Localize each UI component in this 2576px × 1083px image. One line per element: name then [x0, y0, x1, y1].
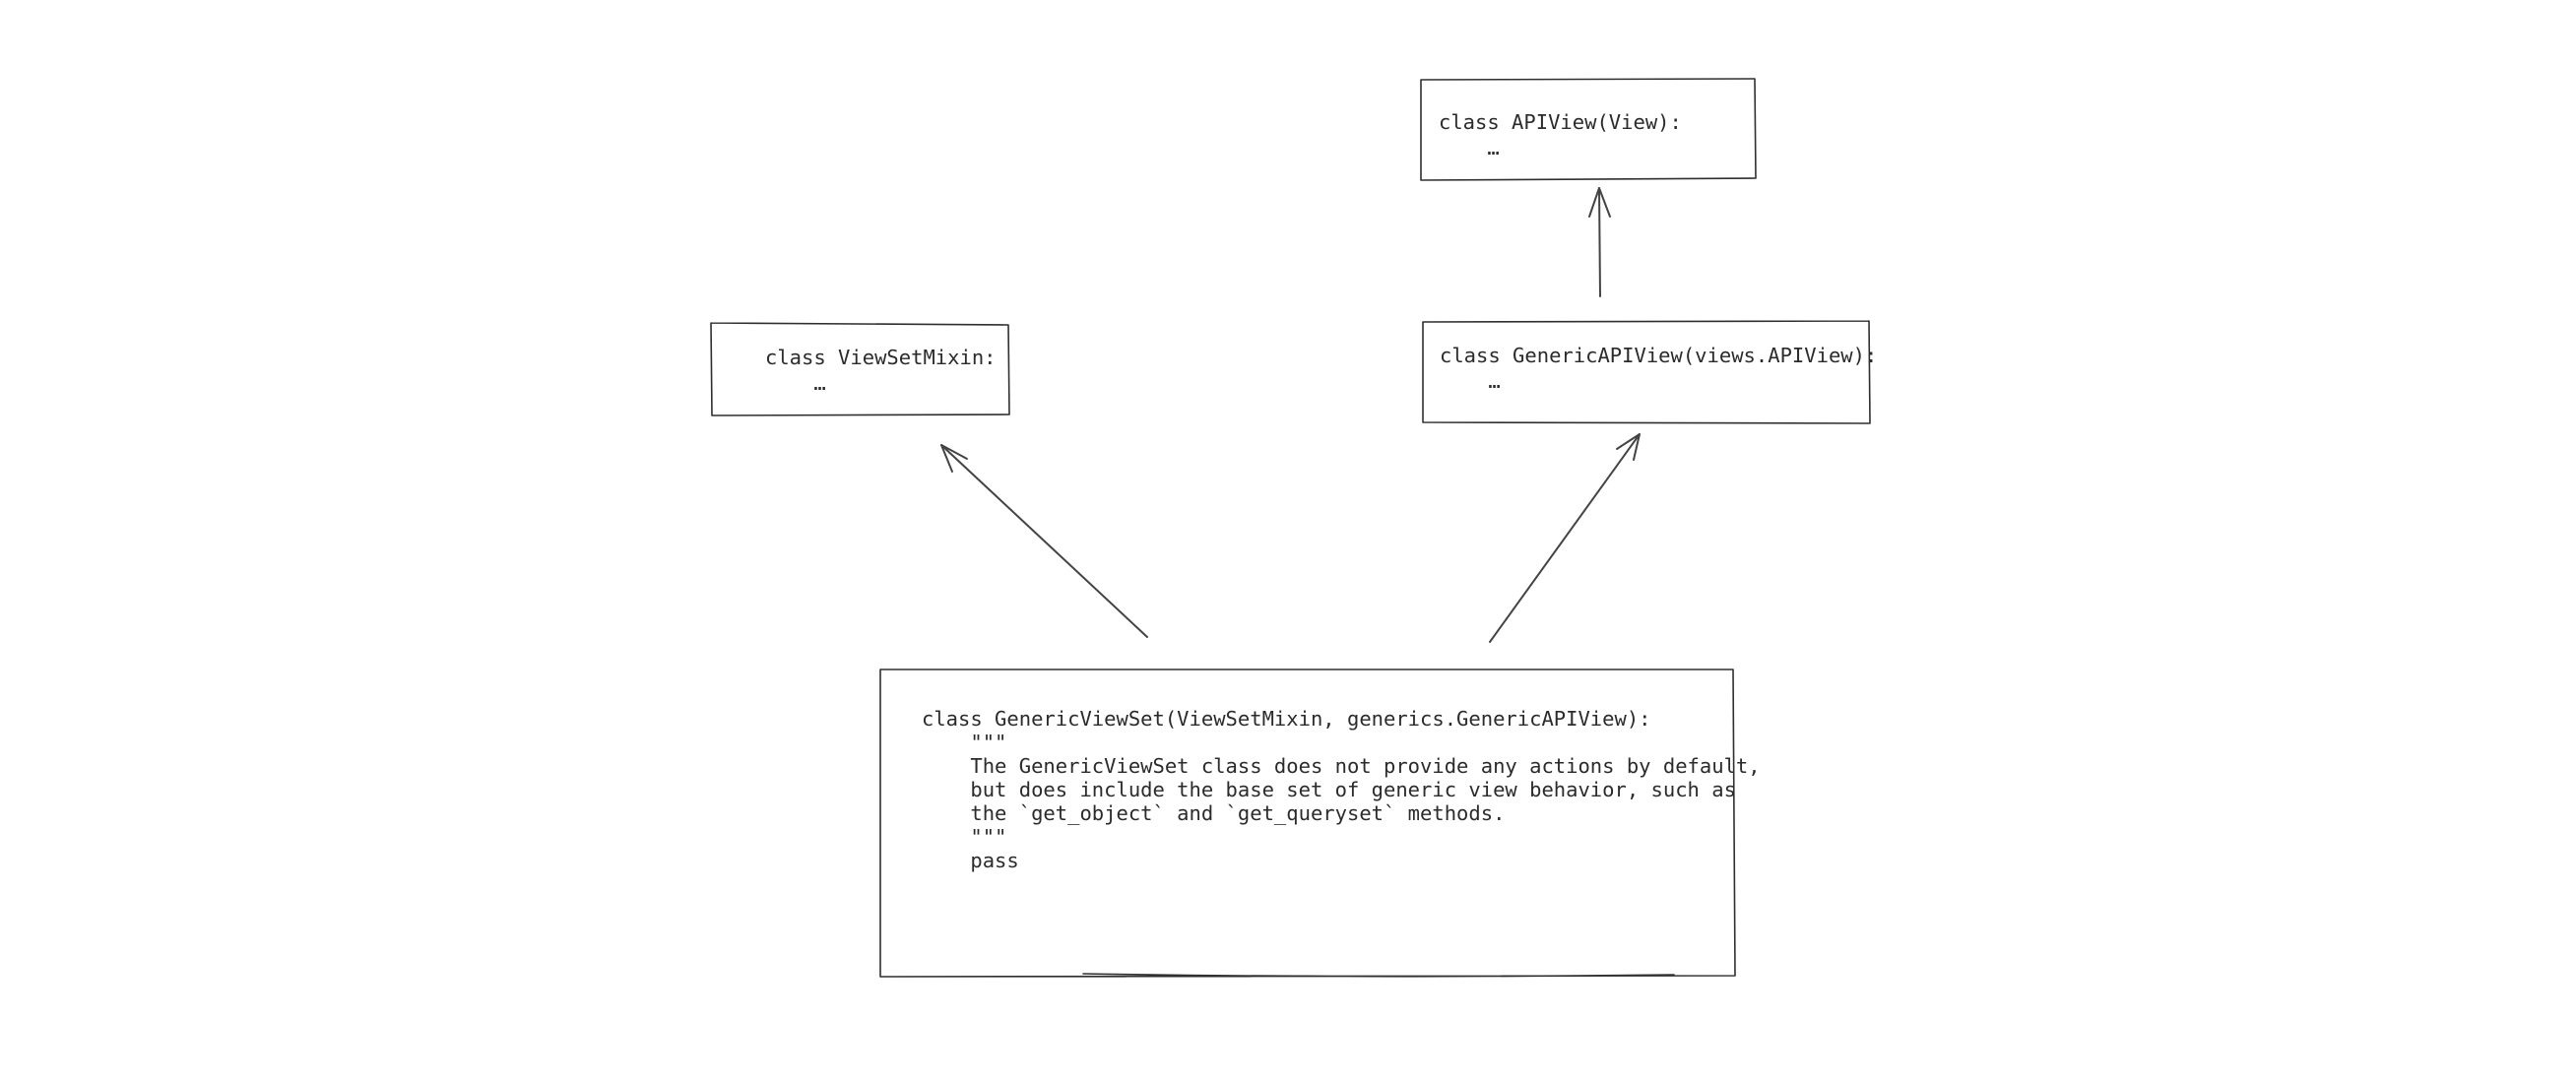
arrow-shaft [940, 444, 1148, 638]
genericviewset-line-6: """ [922, 825, 1006, 849]
genericapiview-line-2: … [1440, 369, 1501, 393]
apiview-line-2: … [1439, 136, 1500, 159]
genericviewset-line-7: pass [922, 849, 1019, 872]
arrow-shaft [1489, 433, 1641, 643]
viewsetmixin-node[interactable]: class ViewSetMixin: … [710, 322, 1010, 416]
arrow-genericviewset-to-viewsetmixin [940, 444, 1148, 638]
arrowhead-icon [940, 444, 968, 473]
genericapiview-box-border [1422, 320, 1871, 424]
viewsetmixin-line-1: class ViewSetMixin: [765, 346, 997, 369]
genericviewset-line-1: class GenericViewSet(ViewSetMixin, gener… [922, 707, 1651, 731]
genericapiview-node[interactable]: class GenericAPIView(views.APIView): … [1422, 320, 1877, 424]
arrow-shaft [1598, 187, 1601, 297]
genericviewset-line-3: The GenericViewSet class does not provid… [922, 754, 1761, 778]
genericviewset-line-4: but does include the base set of generic… [922, 778, 1736, 801]
arrow-genericviewset-to-genericapiview [1489, 433, 1641, 643]
apiview-line-1: class APIView(View): [1439, 110, 1682, 134]
genericviewset-node[interactable]: class GenericViewSet(ViewSetMixin, gener… [879, 669, 1761, 978]
apiview-node[interactable]: class APIView(View): … [1420, 78, 1757, 181]
viewsetmixin-box-border [710, 322, 1010, 416]
arrowhead-icon [1616, 433, 1641, 461]
genericapiview-line-1: class GenericAPIView(views.APIView): [1440, 344, 1877, 367]
genericviewset-line-5: the `get_object` and `get_queryset` meth… [922, 801, 1505, 825]
genericviewset-box-border [879, 669, 1736, 978]
apiview-box-border [1420, 78, 1757, 181]
genericviewset-line-2: """ [922, 731, 1006, 754]
viewsetmixin-line-2: … [765, 371, 826, 395]
arrow-genericapiview-to-apiview [1588, 187, 1611, 297]
arrowhead-icon [1588, 187, 1611, 218]
